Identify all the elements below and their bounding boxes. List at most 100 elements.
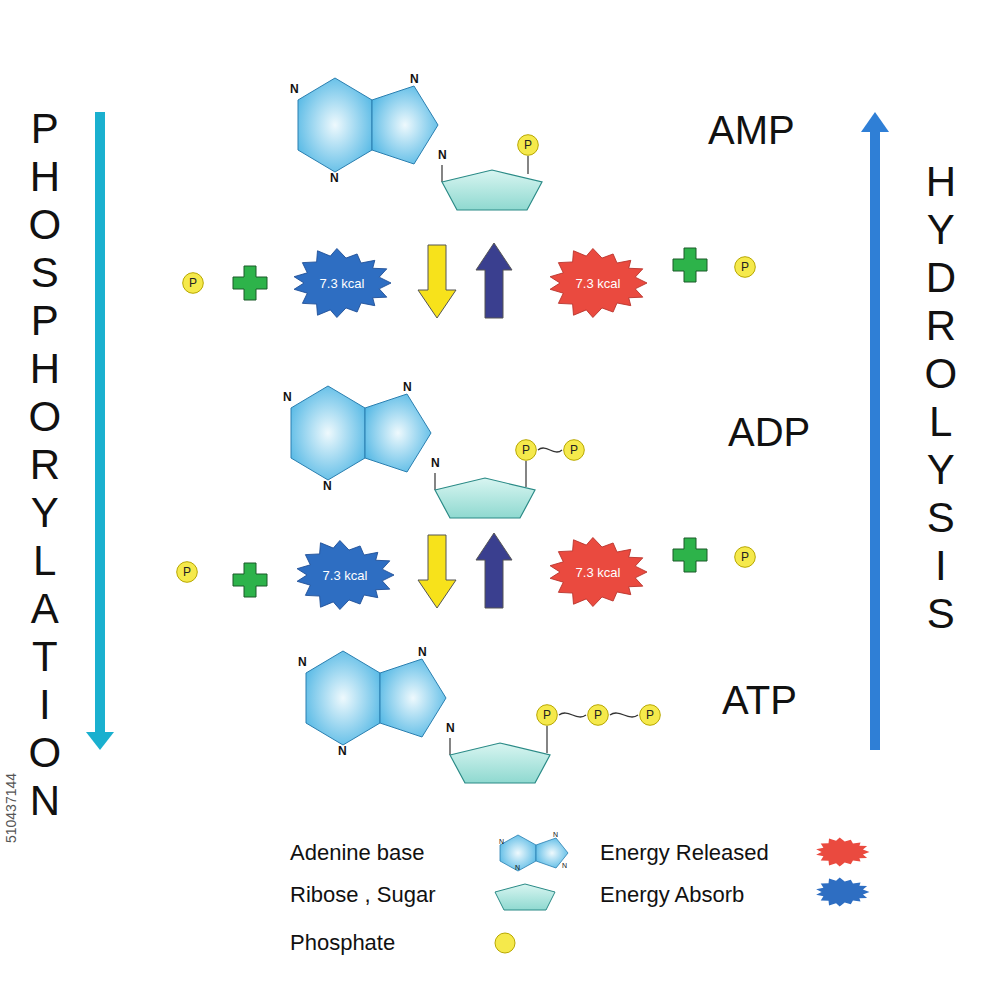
legend-text: Energy Absorb [600,882,744,908]
phosphate-letter: P [734,256,756,278]
phosphate-disc [735,547,756,568]
reaction-arrows [418,243,512,608]
phosphate-letter: P [515,439,537,461]
phosphate-disc [518,135,539,156]
legend-swatch [815,876,870,908]
phosphate-circle: P [639,704,661,726]
phosphate-letter: P [734,546,756,568]
atom-letter: N [438,148,447,162]
adenine-base: NNNN [298,643,463,758]
legend-swatch-shape [815,876,870,908]
phosphate-disc [516,440,537,461]
adenine-base: N N N N [290,70,455,185]
phosphate-disc [564,440,585,461]
phosphate-disc [588,705,609,726]
legend-swatch-shape [815,836,870,868]
energy-shape [550,537,647,606]
legend-swatch-fill [816,877,869,906]
pentagon-ring [365,394,431,472]
adenine-outline [290,70,455,185]
phosphate-circle: P [517,134,539,156]
legend-adenine-icon [500,835,568,871]
legend-text: Energy Released [600,840,769,866]
atom-letter: N [298,655,307,669]
adenine-rings [291,386,431,480]
legend-swatch-fill [816,837,869,866]
phosphate-disc [640,705,661,726]
legend-swatch [815,836,870,868]
energy-burst: 7.3 kcal [292,245,392,321]
energy-value: 7.3 kcal [320,276,365,291]
hexagon-ring [298,78,372,172]
energy-value: 7.3 kcal [576,565,621,580]
legend-phosphate-icon [495,933,515,953]
molecule-name: ADP [728,410,810,455]
phosphate-letter: P [587,704,609,726]
pentagon-ring [372,86,438,164]
phosphorylation-arrow [86,112,114,750]
atom-letter: N [283,390,292,404]
adenine-rings [298,78,438,172]
legend-text: Ribose , Sugar [290,882,436,908]
atom-letter: N [499,838,504,845]
phosphate-disc [177,562,198,583]
phosphate-disc [537,705,558,726]
adenine-base: N N N N [283,378,448,493]
adenine-rings [306,651,446,745]
phosphate-letter: P [639,704,661,726]
energy-burst: 7.3 kcal [548,245,648,321]
phosphate-circle: P [587,704,609,726]
atom-letter: N [323,479,332,493]
atom-letter: N [403,380,412,394]
phosphate-circle: P [563,439,585,461]
atom-letter: N [446,721,455,735]
energy-value: 7.3 kcal [323,568,368,583]
ribose-sugar [435,170,550,783]
tilde-bond [610,713,638,717]
phosphate-disc [735,257,756,278]
energy-shape [550,248,647,317]
phosphate-disc [183,273,204,294]
phosphate-letter: P [536,704,558,726]
energy-value: 7.3 kcal [576,276,621,291]
atom-letter: N [562,862,567,869]
hexagon-ring [306,651,380,745]
hexagon-ring [291,386,365,480]
legend-ribose-icon [495,884,555,910]
adenine-outline [283,378,448,493]
watermark: 510437144 [3,773,19,843]
atom-letter: N [431,456,440,470]
atom-letter: N [410,72,419,86]
adenine-outline [298,643,463,758]
energy-burst: 7.3 kcal [295,537,395,613]
phosphate-circle: P [182,272,204,294]
tilde-bond [559,713,586,717]
phosphate-circle: P [734,546,756,568]
legend-text: Phosphate [290,930,395,956]
atom-letter: N [515,864,520,871]
tilde-bond [538,448,562,452]
phosphate-circle: P [515,439,537,461]
phosphate-circle: P [536,704,558,726]
bond-lines [435,156,547,755]
phosphate-letter: P [182,272,204,294]
phosphate-letter: P [517,134,539,156]
atom-letter: N [290,82,299,96]
pentagon-ring [380,659,446,737]
phosphate-letter: P [563,439,585,461]
atom-letter: N [553,831,558,838]
atom-letter: N [418,645,427,659]
phosphate-circle: P [176,561,198,583]
energy-shape [297,540,394,609]
hydrolysis-arrow [861,112,889,750]
atom-letter: N [330,171,339,185]
energy-burst: 7.3 kcal [548,534,648,610]
process-title: HYDROLYSIS [924,158,958,638]
phosphate-letter: P [176,561,198,583]
phosphate-circle: P [734,256,756,278]
molecule-name: ATP [722,678,797,723]
energy-shape [294,248,391,317]
plus-sign [233,248,707,597]
process-title: PHOSPHORYLATION [28,105,62,825]
